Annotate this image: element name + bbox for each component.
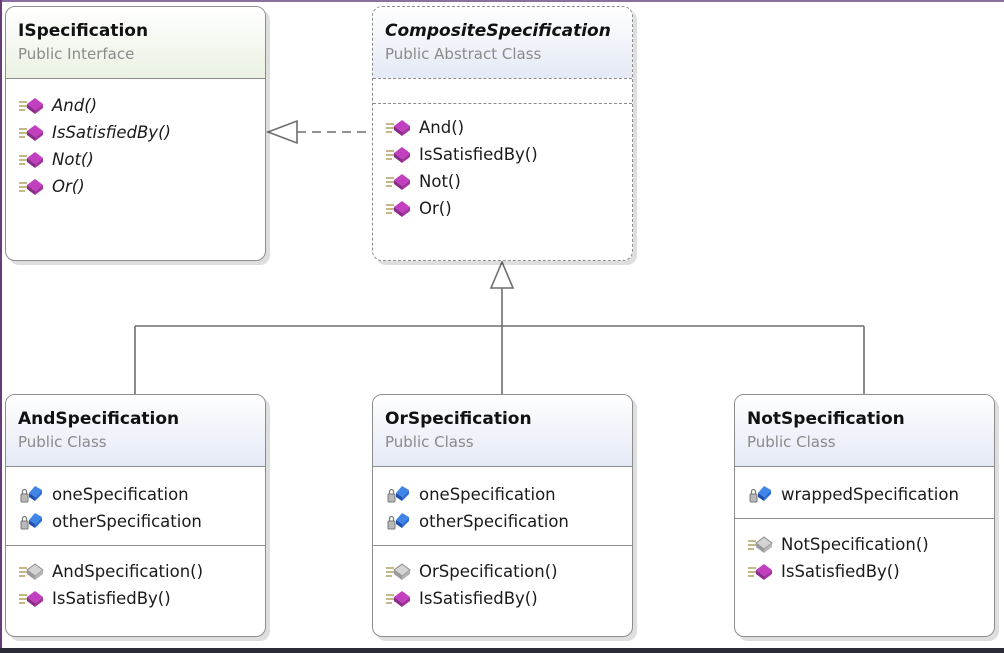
window-frame-top — [0, 0, 1004, 2]
method-name: IsSatisfiedBy() — [52, 589, 171, 608]
fields-section: oneSpecification otherSpecification — [373, 467, 632, 546]
method-row[interactable]: Not() — [18, 146, 265, 173]
public-method-icon — [19, 178, 43, 195]
fields-section: wrappedSpecification — [735, 467, 994, 519]
method-row[interactable]: AndSpecification() — [18, 558, 265, 585]
class-header: ISpecification Public Interface — [6, 7, 265, 79]
method-row[interactable]: IsSatisfiedBy() — [747, 558, 994, 585]
fields-section-empty — [373, 79, 632, 104]
method-name: Not() — [419, 172, 461, 191]
methods-section: AndSpecification() IsSatisfiedBy() — [6, 546, 265, 618]
class-box-compositespecification[interactable]: CompositeSpecification Public Abstract C… — [372, 6, 633, 261]
field-name: wrappedSpecification — [781, 485, 959, 504]
method-row[interactable]: And() — [18, 92, 265, 119]
field-row[interactable]: wrappedSpecification — [747, 481, 994, 508]
field-name: otherSpecification — [52, 512, 202, 531]
field-row[interactable]: otherSpecification — [18, 508, 265, 535]
class-box-ispecification[interactable]: ISpecification Public Interface And() Is… — [5, 6, 266, 261]
constructor-icon — [19, 562, 44, 580]
methods-section: And() IsSatisfiedBy() Not() Or() — [373, 104, 632, 228]
methods-section: NotSpecification() IsSatisfiedBy() — [735, 519, 994, 591]
method-name: IsSatisfiedBy() — [781, 562, 900, 581]
methods-section: OrSpecification() IsSatisfiedBy() — [373, 546, 632, 618]
method-row[interactable]: Or() — [18, 173, 265, 200]
method-row[interactable]: IsSatisfiedBy() — [18, 585, 265, 612]
method-name: IsSatisfiedBy() — [419, 589, 538, 608]
constructor-icon — [386, 562, 411, 580]
class-kind: Public Abstract Class — [385, 45, 542, 63]
fields-section: oneSpecification otherSpecification — [6, 467, 265, 546]
method-name: IsSatisfiedBy() — [419, 145, 538, 164]
field-name: oneSpecification — [52, 485, 189, 504]
class-box-notspecification[interactable]: NotSpecification Public Class wrappedSpe… — [734, 394, 995, 637]
window-frame-bottom — [0, 648, 1004, 653]
method-row[interactable]: IsSatisfiedBy() — [18, 119, 265, 146]
class-name: AndSpecification — [18, 409, 180, 429]
field-row[interactable]: otherSpecification — [385, 508, 632, 535]
private-field-icon — [387, 485, 409, 502]
method-row[interactable]: Or() — [385, 195, 632, 222]
method-row[interactable]: NotSpecification() — [747, 531, 994, 558]
class-box-andspecification[interactable]: AndSpecification Public Class oneSpecifi… — [5, 394, 266, 637]
class-header: AndSpecification Public Class — [6, 395, 265, 467]
class-header: NotSpecification Public Class — [735, 395, 994, 467]
class-kind: Public Interface — [18, 45, 135, 63]
method-row[interactable]: And() — [385, 114, 632, 141]
method-row[interactable]: IsSatisfiedBy() — [385, 585, 632, 612]
field-row[interactable]: oneSpecification — [385, 481, 632, 508]
realization-arrowhead — [265, 119, 298, 145]
class-kind: Public Class — [385, 433, 474, 451]
class-header: OrSpecification Public Class — [373, 395, 632, 467]
public-method-icon — [19, 97, 43, 114]
public-method-icon — [386, 200, 410, 217]
method-name: NotSpecification() — [781, 535, 929, 554]
public-method-icon — [386, 119, 410, 136]
method-name: Or() — [52, 177, 85, 196]
window-frame-left — [0, 0, 2, 653]
method-name: And() — [419, 118, 465, 137]
class-kind: Public Class — [18, 433, 107, 451]
method-name: IsSatisfiedBy() — [52, 123, 171, 142]
public-method-icon — [386, 146, 410, 163]
field-name: oneSpecification — [419, 485, 556, 504]
private-field-icon — [20, 485, 42, 502]
class-box-orspecification[interactable]: OrSpecification Public Class oneSpecific… — [372, 394, 633, 637]
class-name: ISpecification — [18, 21, 149, 41]
public-method-icon — [19, 151, 43, 168]
class-kind: Public Class — [747, 433, 836, 451]
method-row[interactable]: IsSatisfiedBy() — [385, 141, 632, 168]
method-name: Not() — [52, 150, 94, 169]
private-field-icon — [20, 512, 42, 529]
class-header: CompositeSpecification Public Abstract C… — [373, 7, 632, 79]
method-row[interactable]: Not() — [385, 168, 632, 195]
class-name: NotSpecification — [747, 409, 905, 429]
method-row[interactable]: OrSpecification() — [385, 558, 632, 585]
inheritance-arrowhead — [489, 259, 515, 289]
method-name: AndSpecification() — [52, 562, 204, 581]
constructor-icon — [748, 535, 773, 553]
class-name: OrSpecification — [385, 409, 532, 429]
public-method-icon — [748, 563, 772, 580]
class-name: CompositeSpecification — [385, 21, 611, 41]
field-row[interactable]: oneSpecification — [18, 481, 265, 508]
private-field-icon — [387, 512, 409, 529]
method-name: And() — [52, 96, 98, 115]
private-field-icon — [749, 485, 771, 502]
public-method-icon — [386, 590, 410, 607]
public-method-icon — [19, 124, 43, 141]
public-method-icon — [19, 590, 43, 607]
public-method-icon — [386, 173, 410, 190]
methods-section: And() IsSatisfiedBy() Not() Or() — [6, 79, 265, 206]
method-name: Or() — [419, 199, 452, 218]
field-name: otherSpecification — [419, 512, 569, 531]
method-name: OrSpecification() — [419, 562, 558, 581]
